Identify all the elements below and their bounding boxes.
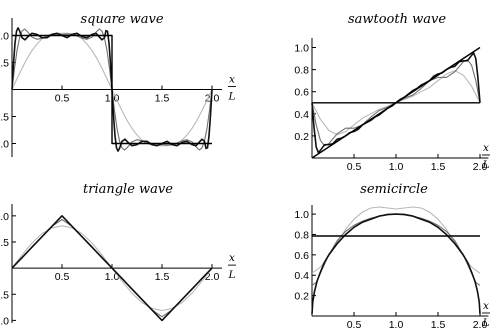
chart-panel-4: semicircle 0.5 1.0 1.5 2.0 1.0 0.8 0.6 0.4 0.2 xL — [294, 182, 490, 331]
y-tick-label: 0.8 — [294, 65, 309, 77]
series-line-mid — [311, 213, 481, 286]
y-tick-label: 1.0 — [294, 209, 309, 221]
y-tick-label: 0.5 — [0, 237, 9, 249]
x-tick-label: 1.0 — [105, 271, 120, 283]
y-tick-label: −0.5 — [0, 289, 9, 301]
y-tick-label: 0.5 — [0, 58, 9, 70]
x-tick-label: 0.5 — [347, 319, 362, 331]
x-axis-label-numerator: x — [229, 74, 235, 86]
x-tick-label: 1.5 — [431, 319, 446, 331]
x-axis-label-denominator: L — [482, 159, 490, 171]
series-line-dark — [311, 213, 481, 315]
y-tick-label: −1.0 — [0, 139, 9, 151]
x-tick-label: 1.5 — [155, 93, 170, 105]
y-tick-label: 1.0 — [294, 43, 309, 55]
x-tick-label: 2.0 — [473, 319, 488, 331]
chart-title: sawtooth wave — [348, 12, 446, 27]
series-line-target — [311, 46, 481, 159]
series-line-target — [12, 34, 212, 145]
x-axis-label-numerator: x — [483, 300, 489, 312]
x-tick-label: 0.5 — [55, 93, 70, 105]
x-tick-label: 1.0 — [389, 319, 404, 331]
chart-panel-3: triangle wave 0.5 1.0 1.5 2.0 1.0 0.5 −0.5 −1.0 x… — [0, 182, 236, 327]
x-axis-label-numerator: x — [483, 142, 489, 154]
y-tick-label: −0.5 — [0, 112, 9, 124]
x-tick-label: 0.5 — [347, 161, 362, 173]
x-tick-label: 1.0 — [389, 161, 404, 173]
x-axis-label-denominator: L — [482, 317, 490, 329]
y-tick-label: 0.8 — [294, 229, 309, 241]
x-axis-label-numerator: x — [229, 252, 235, 264]
x-tick-label: 0.5 — [55, 271, 70, 283]
y-tick-label: 0.4 — [294, 109, 309, 121]
chart-title: square wave — [80, 12, 163, 27]
x-tick-label: 1.5 — [431, 161, 446, 173]
y-tick-label: 0.4 — [294, 270, 309, 282]
x-axis-label-denominator: L — [228, 91, 236, 103]
x-axis-label-denominator: L — [228, 269, 236, 281]
y-tick-label: 1.0 — [0, 31, 9, 43]
y-tick-label: 0.2 — [294, 131, 309, 143]
x-tick-label: 2.0 — [205, 271, 220, 283]
y-tick-label: 0.6 — [294, 250, 309, 262]
x-tick-label: 2.0 — [473, 161, 488, 173]
y-tick-label: 1.0 — [0, 211, 9, 223]
chart-title: semicircle — [360, 182, 428, 197]
chart-panel-2: sawtooth wave 0.5 1.0 1.5 2.0 1.0 0.8 0.6 0.4 0.2… — [294, 12, 490, 173]
chart-title: triangle wave — [83, 182, 173, 197]
y-tick-label: 0.2 — [294, 291, 309, 303]
x-tick-label: 1.5 — [155, 271, 170, 283]
series-line-dark — [11, 215, 213, 322]
y-tick-label: 0.6 — [294, 87, 309, 99]
y-tick-label: −1.0 — [0, 315, 9, 327]
